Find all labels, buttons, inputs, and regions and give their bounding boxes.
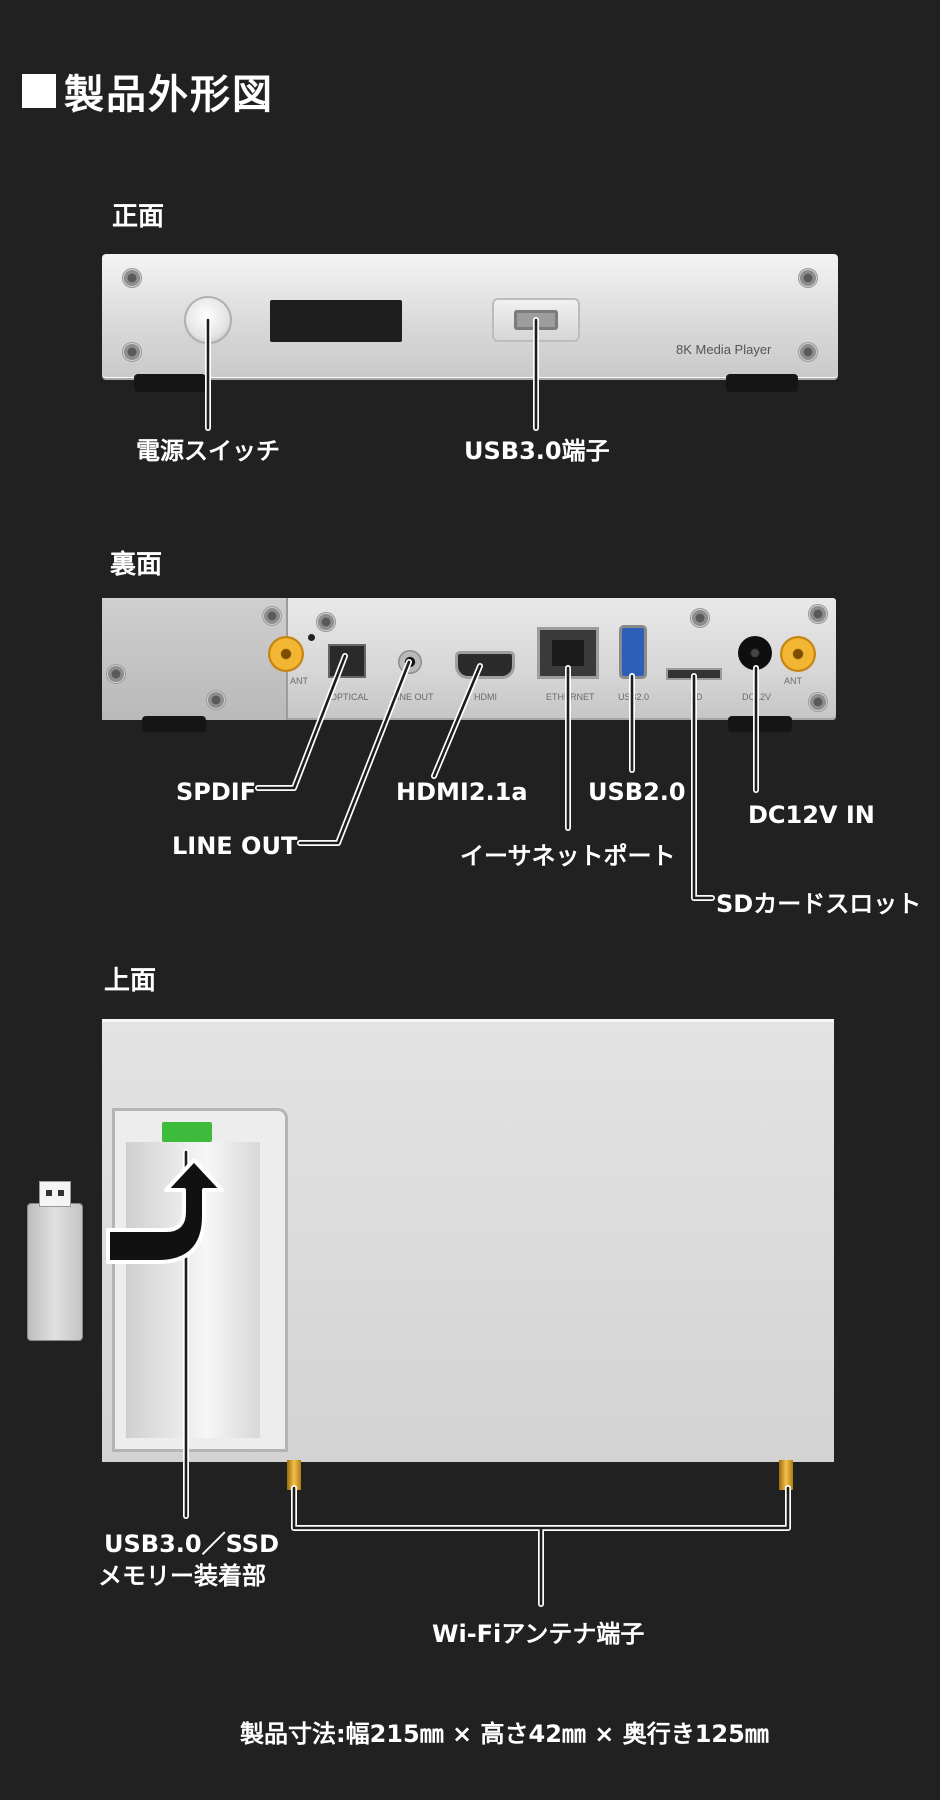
top-antenna-right	[779, 1460, 793, 1490]
callout-line-out: LINE OUT	[172, 832, 298, 860]
front-foot-right	[726, 374, 798, 392]
callout-ethernet: イーサネットポート	[460, 842, 676, 870]
back-foot-left	[142, 716, 206, 732]
callout-usb-ssd-line1: USB3.0／SSD	[104, 1530, 279, 1558]
back-side-plate	[102, 598, 286, 720]
screw-icon	[808, 692, 828, 712]
screw-icon	[206, 690, 226, 710]
leader-wifi-bracket	[291, 1485, 791, 1531]
section-front-label: 正面	[112, 202, 165, 232]
screw-icon	[798, 268, 818, 288]
callout-usb3-port: USB3.0端子	[464, 437, 610, 465]
square-bullet-icon	[22, 74, 56, 108]
usb-plug-contact	[46, 1190, 52, 1196]
callout-power-switch: 電源スイッチ	[136, 437, 280, 465]
insert-arrow-icon	[106, 1158, 224, 1264]
hdmi-port[interactable]	[458, 654, 512, 676]
optical-port[interactable]	[330, 646, 364, 676]
page-title: 製品外形図	[22, 62, 274, 120]
usb-plug-contact	[58, 1190, 64, 1196]
screw-icon	[262, 606, 282, 626]
screw-icon	[316, 612, 336, 632]
screw-icon	[122, 342, 142, 362]
callout-spdif: SPDIF	[176, 778, 257, 806]
screw-icon	[808, 604, 828, 624]
bay-connector	[162, 1122, 212, 1142]
section-back-label: 裏面	[110, 550, 163, 580]
port-label-ant-right: ANT	[784, 676, 802, 686]
antenna-connector-left[interactable]	[268, 636, 304, 672]
callout-wifi-antenna: Wi-Fiアンテナ端子	[432, 1620, 645, 1648]
port-label-ant-left: ANT	[290, 676, 308, 686]
screw-icon	[798, 342, 818, 362]
front-foot-left	[134, 374, 206, 392]
section-top-label: 上面	[104, 966, 157, 996]
callout-sd-slot: SDカードスロット	[716, 890, 922, 918]
screw-icon	[690, 608, 710, 628]
antenna-connector-right[interactable]	[780, 636, 816, 672]
page-title-text: 製品外形図	[64, 72, 274, 118]
ethernet-port-jack	[552, 640, 584, 666]
leader-line-out	[297, 659, 412, 846]
callout-dc-in: DC12V IN	[748, 801, 875, 829]
callout-usb2: USB2.0	[588, 778, 686, 806]
port-label-hdmi: HDMI	[474, 692, 497, 702]
screw-icon	[122, 268, 142, 288]
usb2-port[interactable]	[622, 628, 644, 676]
front-display-panel	[270, 300, 402, 342]
device-model-label: 8K Media Player	[676, 342, 772, 357]
screw-icon	[106, 664, 126, 684]
usb-stick-plug	[40, 1182, 70, 1206]
port-label-line-out: LINE OUT	[392, 692, 434, 702]
product-dimensions: 製品寸法:幅215㎜ × 高さ42㎜ × 奥行き125㎜	[240, 1720, 769, 1748]
status-led	[308, 634, 315, 641]
top-antenna-left	[287, 1460, 301, 1490]
port-label-optical: OPTICAL	[330, 692, 369, 702]
callout-hdmi: HDMI2.1a	[396, 778, 528, 806]
usb-stick	[28, 1204, 82, 1340]
leader-sd	[691, 673, 715, 901]
callout-usb-ssd-line2: メモリー装着部	[98, 1562, 266, 1590]
back-foot-right	[728, 716, 792, 732]
dc-power-jack[interactable]	[738, 636, 772, 670]
